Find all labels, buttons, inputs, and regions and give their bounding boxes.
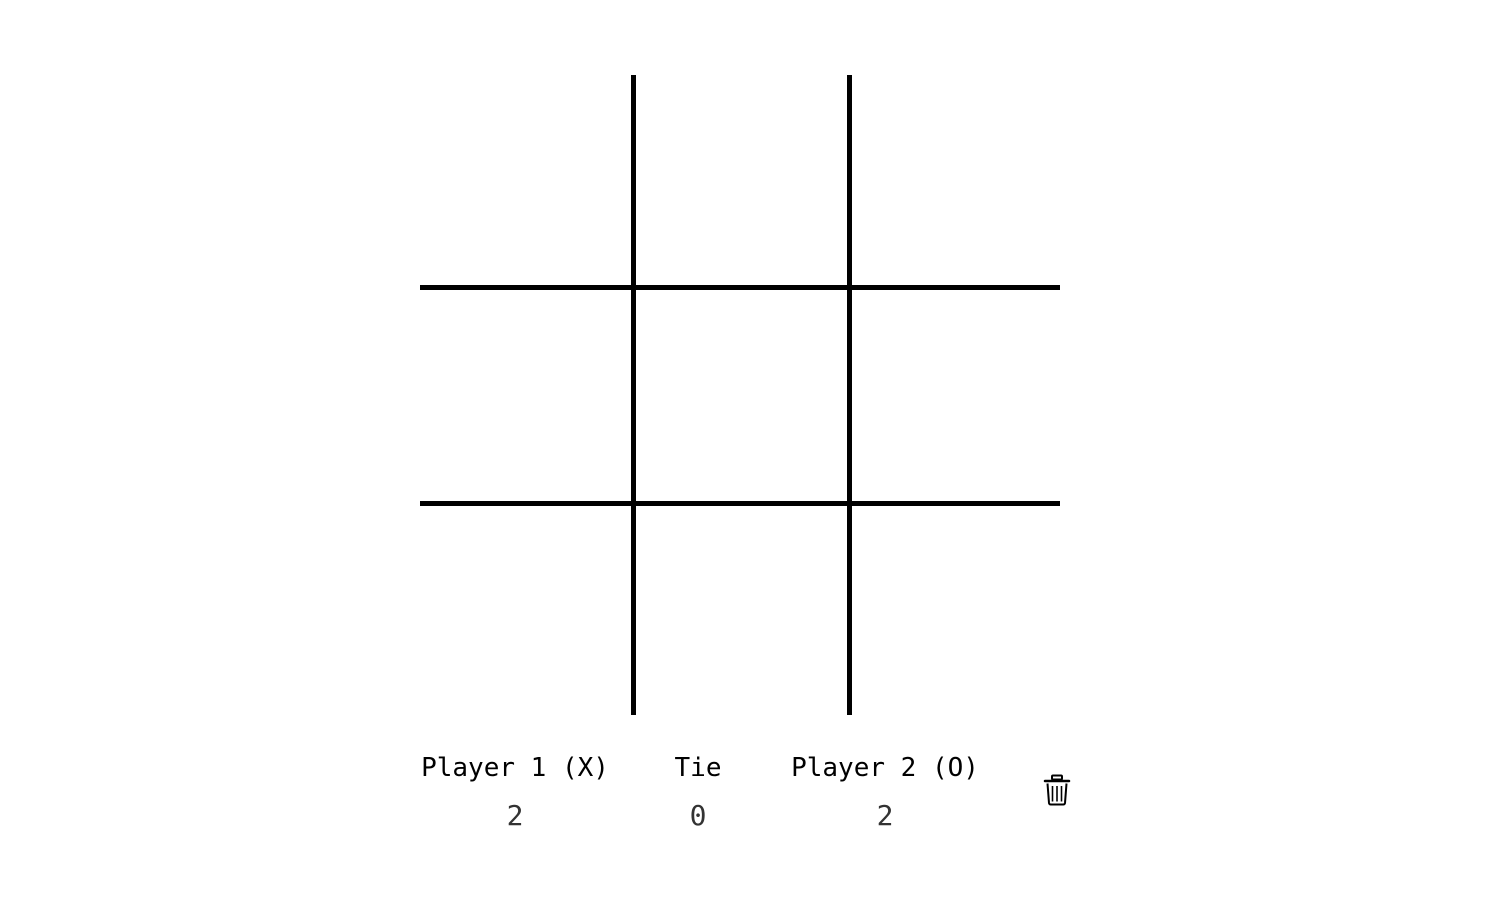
grid-line-intersection	[847, 501, 852, 506]
player1-score: Player 1 (X) 2	[410, 748, 620, 836]
grid-line-vertical-left	[631, 290, 636, 501]
grid-line-horizontal-top	[852, 285, 1060, 290]
player2-score-value: 2	[876, 799, 894, 832]
board-cell-8[interactable]	[636, 506, 847, 715]
board-cell-7[interactable]	[420, 506, 631, 715]
grid-line-horizontal-bottom	[852, 501, 1060, 506]
board-cell-3[interactable]	[852, 75, 1060, 285]
scoreboard: Player 1 (X) 2 Tie 0 Player 2 (O) 2	[0, 748, 1501, 848]
grid-line-vertical-right	[847, 75, 852, 285]
game-board	[420, 75, 1060, 715]
grid-line-horizontal-top	[636, 285, 847, 290]
player2-label: Player 2 (O)	[791, 753, 979, 783]
board-cell-1[interactable]	[420, 75, 631, 285]
board-cell-4[interactable]	[420, 290, 631, 501]
board-cell-2[interactable]	[636, 75, 847, 285]
grid-line-vertical-left	[631, 75, 636, 285]
player1-label: Player 1 (X)	[421, 753, 609, 783]
player1-score-value: 2	[506, 799, 524, 832]
player2-score: Player 2 (O) 2	[785, 748, 985, 836]
grid-line-vertical-left	[631, 506, 636, 715]
grid-line-horizontal-bottom	[420, 501, 631, 506]
grid-line-vertical-right	[847, 506, 852, 715]
grid-line-vertical-right	[847, 290, 852, 501]
board-cell-6[interactable]	[852, 290, 1060, 501]
board-cell-9[interactable]	[852, 506, 1060, 715]
grid-line-intersection	[631, 285, 636, 290]
board-cell-5[interactable]	[636, 290, 847, 501]
tie-score-value: 0	[689, 799, 707, 832]
tie-label: Tie	[674, 753, 722, 783]
reset-scores-button[interactable]	[1042, 774, 1072, 806]
grid-line-intersection	[847, 285, 852, 290]
grid-line-horizontal-bottom	[636, 501, 847, 506]
tie-score: Tie 0	[658, 748, 738, 836]
trash-icon	[1042, 774, 1072, 806]
grid-line-intersection	[631, 501, 636, 506]
grid-line-horizontal-top	[420, 285, 631, 290]
